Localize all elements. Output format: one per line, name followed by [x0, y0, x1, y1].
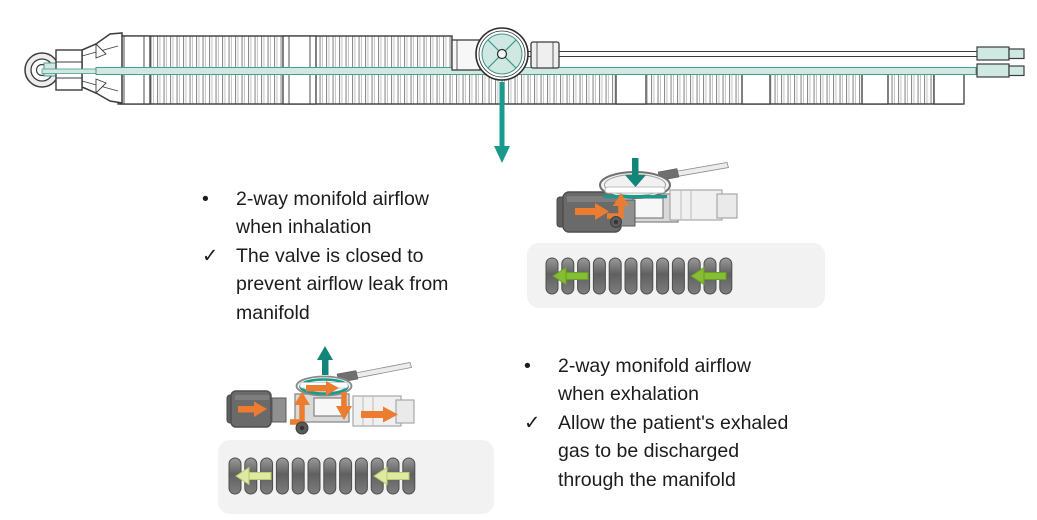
- inhalation-bullet-item: • 2-way monifold airflow when inhalation: [198, 185, 478, 242]
- inhalation-bullet-line: 2-way monifold airflow: [236, 188, 429, 210]
- manifold-pressure-tube: [506, 51, 978, 57]
- corrugated-tube-graphic: [228, 457, 416, 495]
- corrugated-tube-graphic: [545, 257, 733, 295]
- flow-across-arrow: [306, 381, 339, 396]
- check-icon: ✓: [202, 244, 219, 267]
- flow-left-arrow: [552, 266, 589, 286]
- bullet-icon: •: [202, 188, 209, 210]
- manifold: [451, 27, 560, 81]
- flow-left-arrow: [235, 466, 272, 486]
- inhalation-check-line: The valve is closed to: [236, 244, 424, 267]
- blocked-flow-arrow: [607, 193, 629, 219]
- exhalation-check-line: gas to be discharged: [558, 440, 740, 463]
- inlet-flow-arrow: [575, 203, 609, 220]
- flow-left-arrow: [373, 466, 410, 486]
- vent-up-arrow: [317, 346, 333, 375]
- exhalation-tube-panel: [218, 440, 494, 514]
- exhalation-valve-illustration: [226, 346, 415, 435]
- inhalation-check-item: ✓ The valve is closed to prevent airflow…: [198, 242, 478, 327]
- inhalation-check-line: manifold: [236, 301, 310, 324]
- inhalation-bullet-line: when inhalation: [236, 216, 372, 239]
- valve-seat: [632, 197, 664, 219]
- inhalation-check-line: prevent airflow leak from: [236, 273, 449, 296]
- exhalation-bullet-line: 2-way monifold airflow: [558, 355, 751, 377]
- check-icon: ✓: [524, 411, 541, 434]
- membrane-seal: [603, 195, 667, 199]
- machine-end-connector-bottom: [976, 63, 1025, 78]
- expiratory-limb-tube: [119, 73, 963, 105]
- corrugated-tube: [545, 257, 733, 295]
- machine-end-connector-top: [976, 46, 1025, 61]
- inhalation-valve-illustration: [556, 158, 738, 233]
- exhalation-bullet-line: when exhalation: [558, 383, 699, 406]
- valve-membrane: [604, 186, 666, 194]
- inhalation-callout-text: • 2-way monifold airflow when inhalation…: [198, 185, 478, 327]
- manifold-pointer-arrow: [494, 82, 510, 163]
- outlet-connector: [669, 189, 738, 221]
- bullet-icon: •: [524, 355, 531, 377]
- breathing-circuit-diagram: [24, 27, 1025, 163]
- valve-port-hole: [614, 220, 618, 224]
- exhalation-check-item: ✓ Allow the patient's exhaled gas to be …: [520, 409, 840, 494]
- exhalation-check-line: through the manifold: [558, 468, 736, 491]
- inlet-flow-arrow: [238, 401, 267, 417]
- exhalation-bullet-item: • 2-way monifold airflow when exhalation: [520, 352, 840, 409]
- exhalation-callout-text: • 2-way monifold airflow when exhalation…: [520, 352, 840, 494]
- pilot-down-arrow: [625, 158, 646, 187]
- exhalation-check-line: Allow the patient's exhaled: [558, 411, 789, 434]
- inlet-connector: [226, 390, 287, 428]
- flow-down-arrow: [336, 392, 352, 420]
- flow-left-arrow: [690, 266, 727, 286]
- inhalation-tube-panel: [527, 243, 825, 308]
- outlet-flow-arrow: [361, 406, 398, 423]
- valve-port-hole: [299, 425, 305, 431]
